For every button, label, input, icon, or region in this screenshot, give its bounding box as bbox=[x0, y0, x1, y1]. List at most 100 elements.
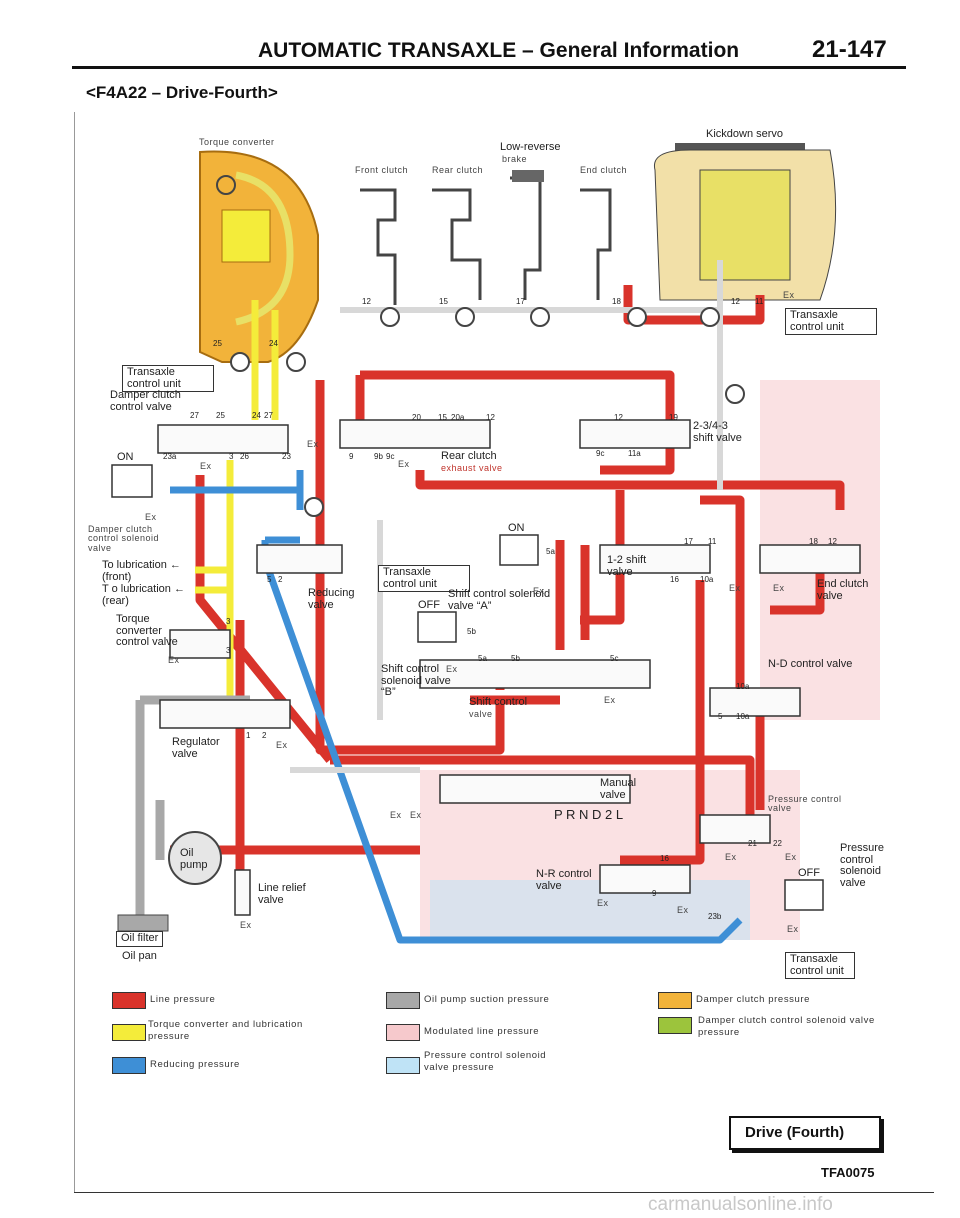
port-number: 23 bbox=[282, 452, 291, 461]
figure-code: TFA0075 bbox=[821, 1165, 875, 1180]
legend-swatch-damper bbox=[658, 992, 692, 1009]
pressure-gauges bbox=[230, 307, 745, 517]
port-number: 3 bbox=[229, 452, 234, 461]
port-number: 12 bbox=[731, 297, 740, 306]
oil-filter-shape bbox=[117, 914, 169, 932]
valve-bodies bbox=[157, 419, 861, 916]
shift-valve-234-3-label: 2-3/4-3 shift valve bbox=[693, 420, 742, 444]
off-label-pressure-solenoid: OFF bbox=[798, 867, 820, 879]
torque-converter-label: Torque converter bbox=[199, 137, 275, 147]
line-relief-valve-label: Line relief valve bbox=[258, 882, 306, 906]
drive-mode-label: Drive (Fourth) bbox=[745, 1124, 845, 1141]
page-title: AUTOMATIC TRANSAXLE – General Informatio… bbox=[258, 39, 740, 62]
port-number: 11 bbox=[708, 537, 717, 546]
port-number: 5a bbox=[478, 654, 487, 663]
port-number: 15 bbox=[439, 297, 448, 306]
port-number: 25 bbox=[213, 339, 222, 348]
legend-label-damper-solenoid: Damper clutch control solenoid valve pre… bbox=[698, 1015, 875, 1038]
ex-port: Ex bbox=[783, 290, 795, 300]
page-number: 21-147 bbox=[812, 36, 887, 63]
legend-swatch-reducing bbox=[112, 1057, 146, 1074]
brake-band bbox=[512, 170, 544, 182]
legend-swatch-suction bbox=[386, 992, 420, 1009]
off-label-solenoid-b: OFF bbox=[418, 599, 440, 611]
kickdown-servo-shape bbox=[653, 149, 837, 301]
front-clutch-label: Front clutch bbox=[355, 165, 409, 175]
low-reverse-brake-label: Low-reverse bbox=[500, 141, 561, 153]
tcu-label-center: Transaxle control unit bbox=[378, 565, 470, 593]
port-number: 21 bbox=[748, 839, 757, 848]
legend-label-reducing: Reducing pressure bbox=[150, 1059, 240, 1070]
oil-filter-label: Oil filter bbox=[116, 931, 164, 947]
port-number: 10a bbox=[736, 682, 750, 691]
port-number: 20 bbox=[412, 413, 421, 422]
legend-swatch-modulated bbox=[386, 1024, 420, 1041]
port-number: 1 bbox=[246, 731, 251, 740]
legend-label-solenoid-pressure: Pressure control solenoid valve pressure bbox=[424, 1050, 547, 1073]
ex-port: Ex bbox=[168, 655, 180, 665]
shift-solenoid-b-label: Shift control solenoid valve “B” bbox=[381, 663, 451, 699]
port-number: 9 bbox=[652, 889, 657, 898]
ex-port: Ex bbox=[773, 583, 785, 593]
ex-port: Ex bbox=[725, 852, 737, 862]
suction-circuit bbox=[135, 695, 250, 920]
legend-label-suction: Oil pump suction pressure bbox=[424, 994, 550, 1005]
port-number: 16 bbox=[670, 575, 679, 584]
port-number: 12 bbox=[614, 413, 623, 422]
legend-swatch-lubrication bbox=[112, 1024, 146, 1041]
ex-port: Ex bbox=[307, 439, 319, 449]
solenoid-coils bbox=[111, 464, 824, 911]
port-number: 12 bbox=[828, 537, 837, 546]
ex-port: Ex bbox=[729, 583, 741, 593]
to-lubrication-front-label: To lubrication ← (front) bbox=[102, 559, 181, 583]
rear-clutch-exhaust-label-2: exhaust valve bbox=[441, 463, 503, 473]
torque-converter-shape bbox=[199, 150, 319, 363]
port-number: 9 bbox=[349, 452, 354, 461]
port-number: 9b bbox=[374, 452, 383, 461]
ex-port: Ex bbox=[145, 512, 157, 522]
port-number: 19 bbox=[669, 413, 678, 422]
tcu-label-bottom: Transaxle control unit bbox=[785, 952, 855, 980]
on-label-damper: ON bbox=[117, 451, 134, 463]
port-number: 17 bbox=[684, 537, 693, 546]
shift-solenoid-a-label: Shift control solenoid valve “A” bbox=[448, 588, 551, 612]
legend-label-damper: Damper clutch pressure bbox=[696, 994, 811, 1005]
ex-port: Ex bbox=[604, 695, 616, 705]
ex-port: Ex bbox=[276, 740, 288, 750]
shift-control-valve-label: Shift control bbox=[469, 696, 528, 708]
damper-clutch-solenoid-label: Damper clutch control solenoid valve bbox=[88, 524, 160, 553]
port-number: 3 bbox=[226, 617, 231, 626]
port-number: 23a bbox=[163, 452, 177, 461]
watermark-text: carmanualsonline.info bbox=[648, 1194, 833, 1215]
tcu-label-left: Transaxle control unit bbox=[122, 365, 214, 393]
reducing-valve-label: Reducing valve bbox=[308, 587, 355, 611]
clutch-drums bbox=[360, 176, 612, 305]
end-clutch-valve-label: End clutch valve bbox=[817, 578, 869, 602]
legend-label-modulated: Modulated line pressure bbox=[424, 1026, 540, 1037]
port-number: 18 bbox=[809, 537, 818, 546]
end-clutch-label: End clutch bbox=[580, 165, 628, 175]
port-number: 24 bbox=[252, 411, 261, 420]
port-number: 15 bbox=[438, 413, 447, 422]
manual-valve-label: Manual valve bbox=[600, 777, 637, 801]
legend-swatch-damper-solenoid bbox=[658, 1017, 692, 1034]
footer-rule bbox=[74, 1192, 934, 1193]
kickdown-servo-label: Kickdown servo bbox=[706, 128, 784, 140]
modulated-circuit bbox=[290, 260, 723, 773]
port-number: 27 bbox=[264, 411, 273, 420]
legend-swatch-solenoid-pressure bbox=[386, 1057, 420, 1074]
port-number: 25 bbox=[216, 411, 225, 420]
lubrication-circuit bbox=[195, 300, 279, 700]
rear-clutch-label: Rear clutch bbox=[432, 165, 484, 175]
ex-port: Ex bbox=[787, 924, 799, 934]
port-number: 12 bbox=[362, 297, 371, 306]
tcu-label-right: Transaxle control unit bbox=[785, 308, 877, 336]
header-rule bbox=[72, 66, 906, 69]
port-number: 23b bbox=[708, 912, 722, 921]
page-subtitle: <F4A22 – Drive-Fourth> bbox=[86, 83, 278, 102]
port-number: 10a bbox=[736, 712, 750, 721]
legend-label-line-pressure: Line pressure bbox=[150, 994, 216, 1005]
port-number: 20a bbox=[451, 413, 465, 422]
damper-clutch-control-valve-label: Damper clutch control valve bbox=[110, 389, 181, 413]
port-number: 5c bbox=[610, 654, 619, 663]
